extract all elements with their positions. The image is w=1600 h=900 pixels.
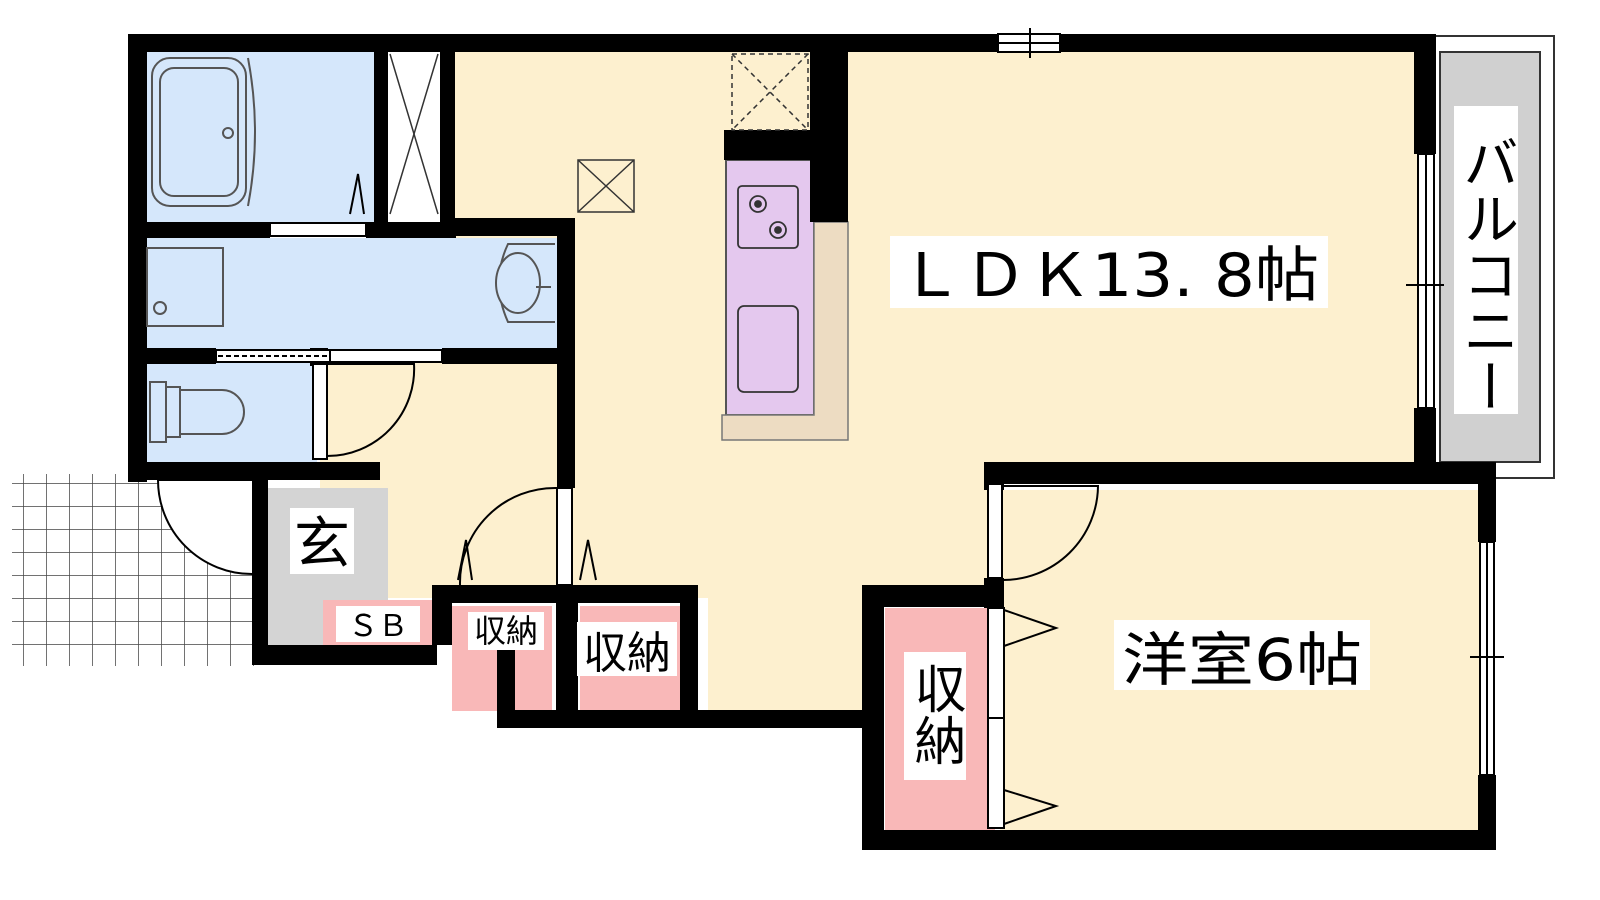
label-storage-closet: 収納 — [904, 652, 966, 780]
label-balcony: バルコニー — [1454, 106, 1519, 414]
balcony-label: バルコニー — [1454, 134, 1519, 414]
washbasin-icon — [495, 243, 555, 323]
closet-x-mark — [389, 53, 439, 215]
window-icon — [215, 28, 1504, 776]
bathtub-icon — [151, 57, 256, 207]
storage-hall-label: 収納 — [583, 628, 671, 679]
vent-icon — [577, 53, 809, 213]
stove-icon — [737, 185, 799, 249]
ldk-label: ＬＤＫ13. 8帖 — [899, 241, 1319, 311]
western-room-label: 洋室6帖 — [1122, 626, 1362, 694]
label-storage-small: 収納 — [468, 612, 544, 650]
shoe-box-label: ＳＢ — [348, 609, 408, 644]
toilet-icon — [149, 381, 245, 443]
label-entrance: 玄 — [290, 508, 354, 577]
label-ldk: ＬＤＫ13. 8帖 — [890, 236, 1328, 311]
washing-machine-icon — [146, 247, 224, 327]
walls — [128, 34, 1496, 850]
label-western-room: 洋室6帖 — [1114, 620, 1370, 694]
label-shoe-box: ＳＢ — [336, 606, 420, 644]
entrance-label: 玄 — [294, 512, 350, 577]
label-storage-hall: 収納 — [577, 622, 677, 679]
ldk-floor — [450, 50, 1425, 718]
door-swing-icon — [156, 173, 1100, 829]
storage-closet-label: 収納 — [905, 662, 965, 766]
kitchen-sink-icon — [737, 305, 799, 393]
storage-small-label: 収納 — [474, 612, 538, 650]
